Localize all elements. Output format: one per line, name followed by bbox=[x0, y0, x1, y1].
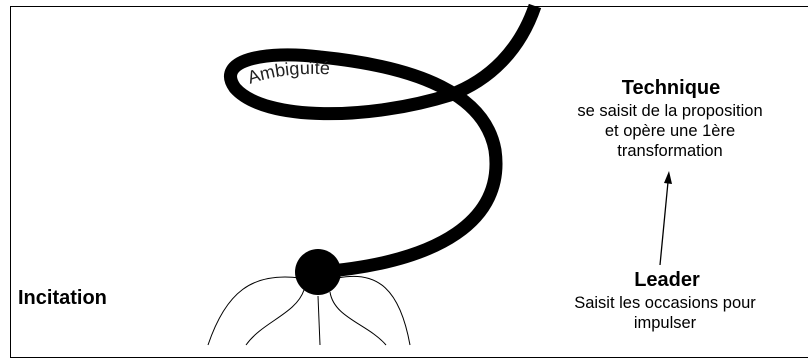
root-line-inner-right bbox=[329, 291, 387, 346]
technique-line: transformation bbox=[617, 141, 723, 160]
leader-description: Saisit les occasions pour impulser bbox=[515, 294, 812, 334]
root-lines bbox=[207, 275, 411, 346]
leader-line: impulser bbox=[633, 313, 697, 332]
leader-title: Leader bbox=[634, 269, 700, 291]
technique-line: se saisit de la proposition bbox=[577, 102, 763, 120]
root-line-inner-left bbox=[245, 289, 305, 346]
root-line-outer-right bbox=[337, 275, 411, 346]
leader-to-technique-arrow bbox=[659, 171, 672, 266]
technique-line: et opère une 1ère bbox=[604, 121, 736, 140]
spiral-rope bbox=[224, 3, 542, 279]
incitation-label: Incitation bbox=[18, 287, 107, 309]
leader-line: Saisit les occasions pour bbox=[574, 294, 756, 312]
knot-node bbox=[295, 249, 341, 295]
diagram-frame bbox=[10, 6, 808, 358]
technique-description: se saisit de la proposition et opère une… bbox=[520, 102, 812, 161]
root-line-center bbox=[317, 295, 321, 346]
technique-title: Technique bbox=[621, 77, 721, 99]
root-line-outer-left bbox=[207, 276, 301, 346]
